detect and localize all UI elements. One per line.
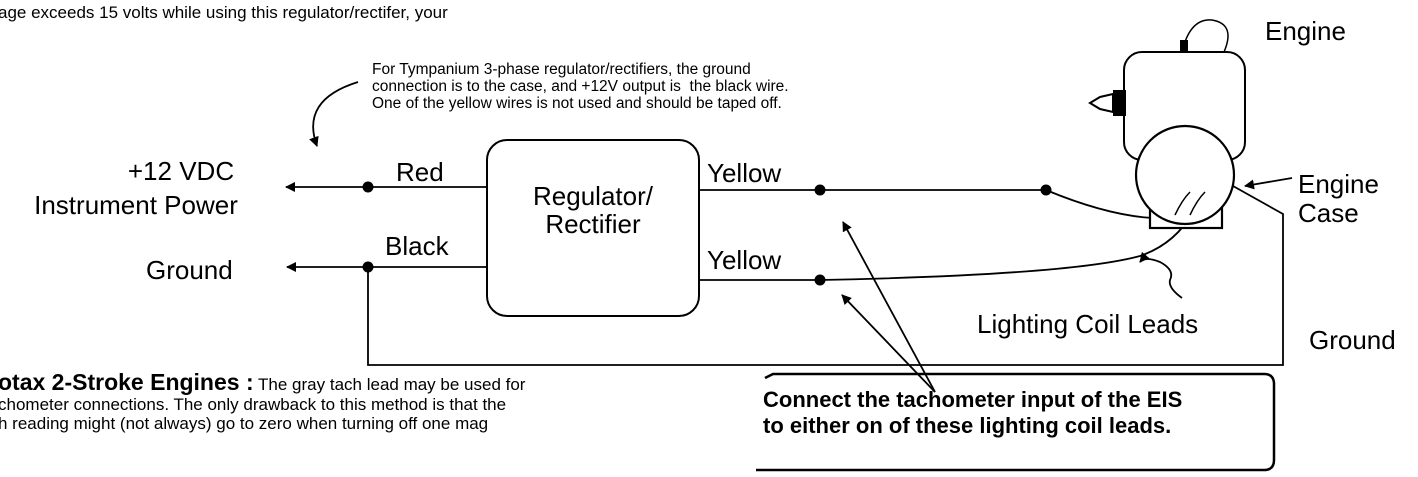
lighting-coil-leads-label: Lighting Coil Leads: [977, 309, 1199, 339]
engine-case-arrow: [1244, 177, 1293, 190]
note-arrow: [309, 81, 359, 147]
engine-drawing: [1088, 19, 1246, 230]
ground-right-label: Ground: [1309, 325, 1396, 355]
spark-plug: [1088, 92, 1114, 114]
rotax-heading: otax 2-Stroke Engines :: [0, 369, 254, 395]
junction-dot: [814, 184, 826, 196]
ground-return-wire: [367, 185, 1284, 366]
engine-top-wire: [1181, 19, 1229, 53]
tach-arrow-top: [842, 221, 936, 393]
coil-leads-arrow: [1139, 251, 1183, 299]
power-label-line2: Instrument Power: [34, 190, 238, 220]
rotax-body-rest: chometer connections. The only drawback …: [0, 394, 507, 434]
tach-callout-text: Connect the tachometer input of the EIS …: [763, 387, 1183, 438]
engine-label: Engine: [1265, 16, 1346, 46]
callout-box: [756, 372, 1276, 472]
ground-left-label: Ground: [146, 255, 233, 285]
regulator-label-line2: Rectifier: [545, 209, 641, 239]
red-wire-label: Red: [396, 157, 444, 187]
rotax-body-first: The gray tach lead may be used for: [253, 375, 526, 394]
engine-case-label-line2: Case: [1298, 198, 1359, 228]
junction-dot: [814, 274, 826, 286]
yellow-bottom-label: Yellow: [707, 245, 782, 275]
lighting-coil-lead-bottom: [819, 211, 1194, 281]
top-text: age exceeds 15 volts while using this re…: [0, 3, 448, 22]
junction-dot: [362, 261, 374, 273]
regulator-label-line1: Regulator/: [533, 181, 653, 211]
rotax-paragraph: otax 2-Stroke Engines : The gray tach le…: [0, 371, 526, 434]
black-wire-label: Black: [385, 231, 449, 261]
junction-dot: [362, 181, 374, 193]
tach-arrow-bottom: [841, 294, 936, 393]
yellow-top-label: Yellow: [707, 158, 782, 188]
regulator-box: [486, 139, 700, 317]
junction-dot: [1040, 184, 1052, 196]
engine-case-circle: [1134, 124, 1236, 226]
engine-case-label-line1: Engine: [1298, 169, 1379, 199]
tympanium-note: For Tympanium 3-phase regulator/rectifie…: [372, 61, 789, 112]
power-label-line1: +12 VDC: [127, 156, 235, 186]
